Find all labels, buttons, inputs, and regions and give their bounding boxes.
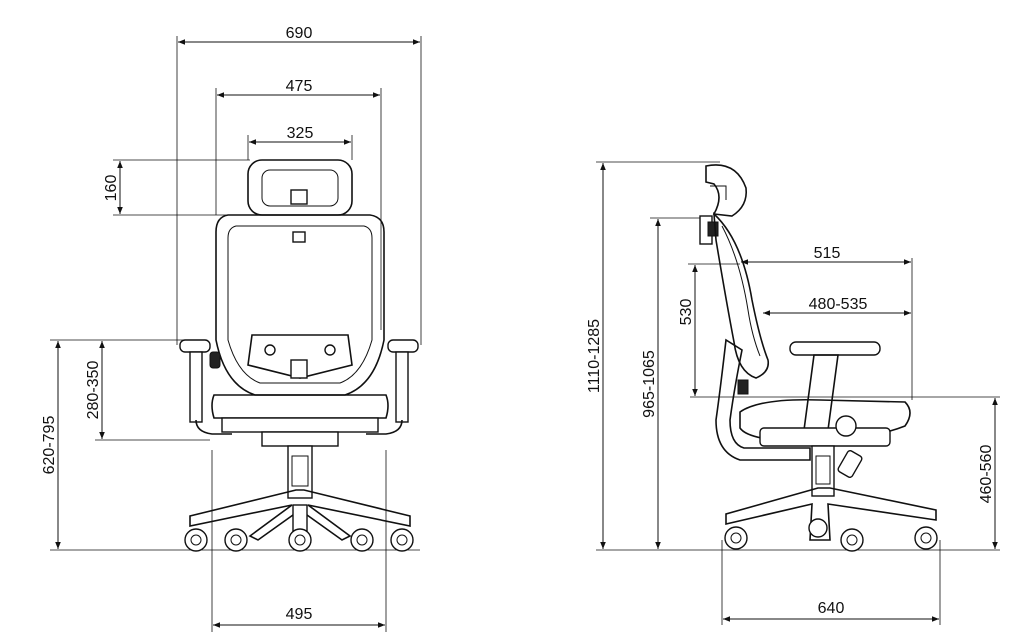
dim-base-depth: 640 [818, 600, 845, 617]
dim-total-height: 1110-1285 [586, 319, 603, 393]
dim-seat-depth-adjust: 480-535 [809, 296, 868, 313]
front-headrest [247, 159, 353, 216]
dim-base-width: 495 [286, 606, 313, 623]
dim-seat-depth: 515 [814, 245, 841, 262]
side-base [725, 487, 937, 541]
dim-overall-width: 690 [286, 25, 313, 42]
side-view: 1110-1285 965-1065 530 515 480-535 460-5… [586, 161, 1000, 625]
dim-headrest-width: 325 [287, 125, 314, 142]
front-casters [184, 528, 414, 552]
side-armrest [789, 341, 881, 356]
front-armrest-right [387, 339, 419, 353]
front-armrest-left [179, 339, 211, 353]
side-extension-lines [596, 161, 1000, 625]
side-casters [724, 518, 938, 552]
side-headrest [705, 164, 748, 217]
dim-backrest-height: 530 [678, 299, 695, 326]
dim-headrest-height: 160 [103, 175, 120, 202]
dim-armrest-height: 280-350 [85, 361, 102, 420]
dim-seat-height: 460-560 [978, 445, 995, 504]
chair-front [179, 159, 419, 552]
front-view: 690 475 325 160 280-350 620-795 495 [41, 25, 422, 632]
front-extension-lines [50, 36, 422, 632]
dim-seat-to-floor: 620-795 [41, 416, 58, 475]
side-backrest [713, 212, 770, 379]
front-seat [211, 394, 389, 419]
chair-side [699, 164, 938, 552]
dim-back-height: 965-1065 [641, 350, 658, 418]
front-base [189, 489, 411, 541]
dim-armrest-width: 475 [286, 78, 313, 95]
